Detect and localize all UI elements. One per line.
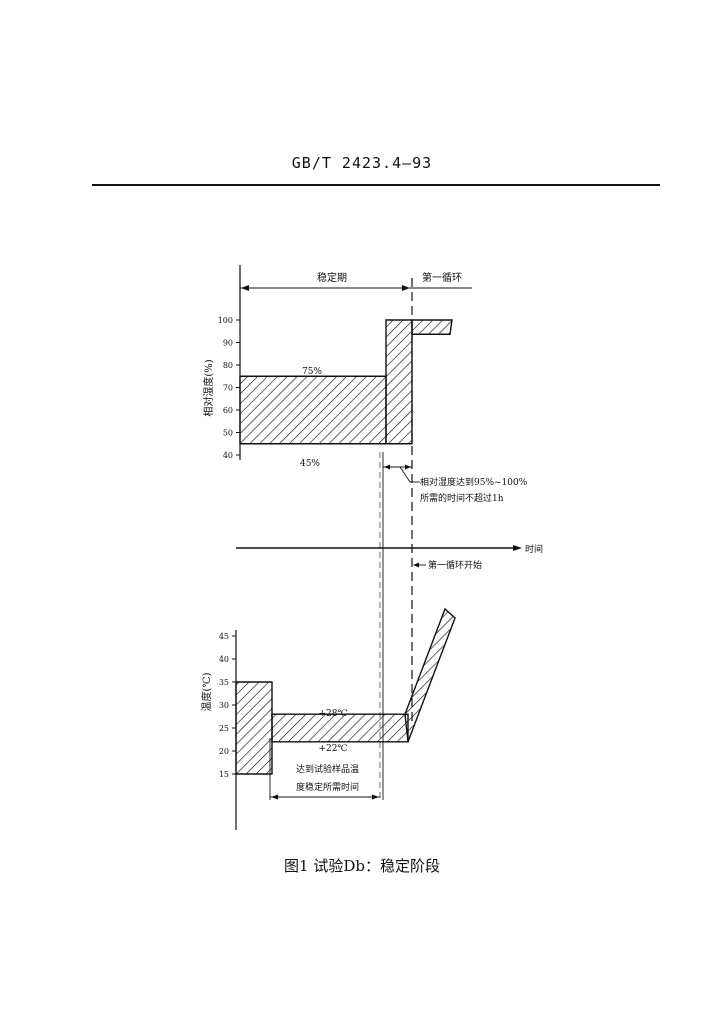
temperature-tick-label: 15 [219,770,229,779]
humidity-lower-label: 45% [300,459,320,469]
temperature-note-arrow-head-right [372,794,379,800]
first-cycle-label: 第一循环 [422,271,462,284]
humidity-tick-label: 40 [223,451,233,460]
humidity-note-line2: 所需的时间不超过1h [420,492,504,504]
humidity-stabilization-band [239,375,387,445]
humidity-tick-label: 50 [223,429,233,438]
temperature-note-line2: 度稳定所需时间 [296,781,359,793]
humidity-first-cycle-band [411,319,453,335]
humidity-tick-label: 80 [223,361,233,370]
time-axis-arrow [513,545,522,551]
humidity-tick-label: 70 [223,384,233,393]
humidity-upper-label: 75% [302,367,322,377]
humidity-note-arrow-head-right [405,464,411,470]
humidity-ramp-band [385,319,413,445]
header-rule [92,184,660,186]
humidity-axis-label: 相对湿度(%) [202,359,215,416]
temperature-note-arrow-head-left [271,794,278,800]
temperature-tick-label: 30 [219,701,229,710]
temperature-ramp-band [404,607,456,743]
period-arrow-head-left [241,285,249,291]
stabilization-period-label: 稳定期 [317,271,347,284]
temperature-axis-label: 温度(℃) [200,672,213,711]
temperature-note-line1: 达到试验样品温 [296,763,359,775]
temperature-tick-label: 20 [219,747,229,756]
humidity-tick-label: 90 [223,339,233,348]
temperature-initial-band [235,681,273,775]
humidity-note-arrow-head-left [384,464,390,470]
time-axis-label: 时间 [525,543,543,555]
temperature-upper-label: +28℃ [318,709,347,719]
figure-caption: 图1 试验Db：稳定阶段 [284,857,440,875]
humidity-tick-label: 100 [218,316,233,325]
temperature-tick-label: 25 [219,724,229,733]
humidity-note-line1: 相对湿度达到95%~100% [420,476,528,488]
standard-number: GB/T 2423.4—93 [291,154,433,172]
humidity-note-pointer [399,466,411,483]
temperature-tick-label: 40 [219,655,229,664]
temperature-tick-label: 35 [219,678,229,687]
first-cycle-start-arrow [413,562,419,568]
humidity-tick-label: 60 [223,406,233,415]
period-arrow-head-mid [402,285,410,291]
temperature-tick-label: 45 [219,632,229,641]
temperature-lower-label: +22℃ [318,744,347,754]
first-cycle-start-label: 第一循环开始 [428,559,482,571]
